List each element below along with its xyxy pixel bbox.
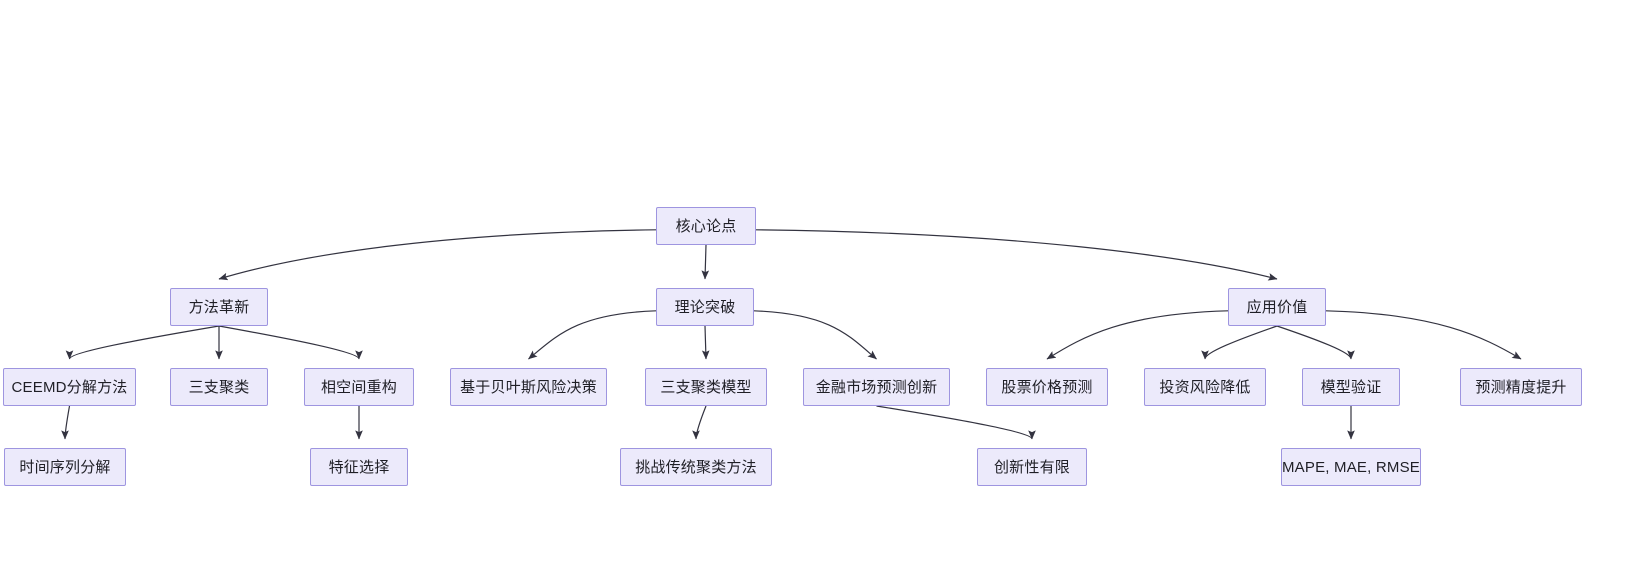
node-label: 金融市场预测创新	[815, 378, 938, 396]
node-l2f[interactable]: 金融市场预测创新	[803, 368, 950, 406]
node-l3d[interactable]: 创新性有限	[977, 448, 1087, 486]
node-label: 方法革新	[188, 298, 250, 316]
node-l3c[interactable]: 挑战传统聚类方法	[620, 448, 772, 486]
edge-root-to-l1b	[701, 244, 710, 280]
edge-l1c-to-l2g	[1046, 310, 1229, 360]
node-label: 应用价值	[1246, 298, 1308, 316]
edge-l1b-to-l2d	[528, 310, 657, 360]
edge-l1c-to-l2i	[1276, 325, 1355, 360]
node-label: 三支聚类模型	[660, 378, 752, 396]
edge-root-to-l1a	[218, 229, 657, 281]
edge-l1a-to-l2c	[218, 325, 363, 360]
node-label: 股票价格预测	[1001, 378, 1093, 396]
node-l2d[interactable]: 基于贝叶斯风险决策	[450, 368, 607, 406]
node-l2i[interactable]: 模型验证	[1302, 368, 1400, 406]
node-label: 时间序列分解	[19, 458, 111, 476]
edge-l1b-to-l2e	[701, 325, 710, 360]
node-l1c[interactable]: 应用价值	[1228, 288, 1326, 326]
node-l2c[interactable]: 相空间重构	[304, 368, 414, 406]
node-label: 特征选择	[328, 458, 390, 476]
edge-root-to-l1c	[755, 229, 1278, 281]
edge-l2e-to-l3c	[692, 405, 707, 440]
node-label: 投资风险降低	[1159, 378, 1251, 396]
node-l3a[interactable]: 时间序列分解	[4, 448, 126, 486]
node-label: MAPE, MAE, RMSE	[1281, 458, 1421, 476]
node-l3b[interactable]: 特征选择	[310, 448, 408, 486]
node-l2a[interactable]: CEEMD分解方法	[3, 368, 136, 406]
node-root[interactable]: 核心论点	[656, 207, 756, 245]
node-label: 预测精度提升	[1475, 378, 1567, 396]
edge-l2a-to-l3a	[61, 405, 71, 440]
node-l2g[interactable]: 股票价格预测	[986, 368, 1108, 406]
node-l2b[interactable]: 三支聚类	[170, 368, 268, 406]
edges-group	[61, 229, 1522, 440]
node-l2j[interactable]: 预测精度提升	[1460, 368, 1582, 406]
edge-l1c-to-l2h	[1201, 325, 1278, 360]
node-label: CEEMD分解方法	[11, 378, 128, 396]
edge-l1b-to-l2f	[753, 310, 877, 360]
edge-l1c-to-l2j	[1325, 310, 1522, 360]
node-label: 三支聚类	[188, 378, 250, 396]
node-label: 创新性有限	[993, 458, 1070, 476]
node-label: 理论突破	[674, 298, 736, 316]
node-label: 挑战传统聚类方法	[635, 458, 757, 476]
node-label: 模型验证	[1320, 378, 1382, 396]
node-l3e[interactable]: MAPE, MAE, RMSE	[1281, 448, 1421, 486]
node-label: 相空间重构	[320, 378, 397, 396]
node-label: 核心论点	[675, 217, 737, 235]
node-label: 基于贝叶斯风险决策	[460, 378, 597, 396]
node-l1a[interactable]: 方法革新	[170, 288, 268, 326]
edge-l2f-to-l3d	[876, 405, 1036, 440]
node-l2h[interactable]: 投资风险降低	[1144, 368, 1266, 406]
node-l2e[interactable]: 三支聚类模型	[645, 368, 767, 406]
node-l1b[interactable]: 理论突破	[656, 288, 754, 326]
edge-l1a-to-l2a	[65, 325, 220, 360]
